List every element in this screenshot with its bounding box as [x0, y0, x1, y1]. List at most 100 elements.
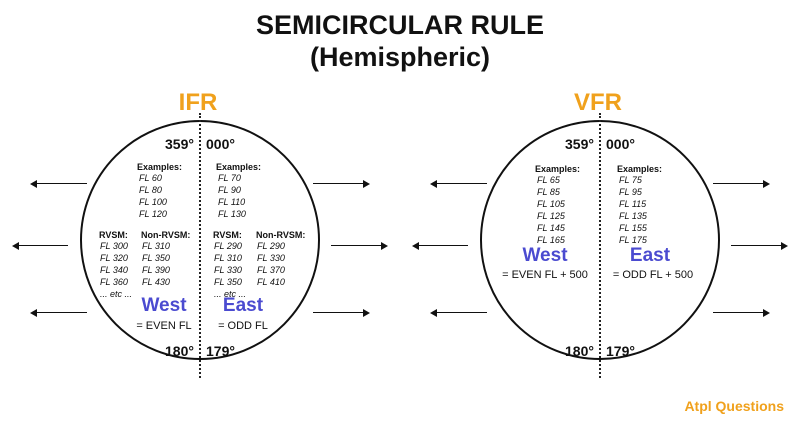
vfr-west-arrow [430, 179, 487, 188]
fl-item: FL 290 [257, 241, 285, 251]
fl-item: FL 310 [214, 253, 242, 263]
vfr-east-examples-heading: Examples: [617, 164, 663, 174]
ifr-east-examples-heading: Examples: [216, 162, 262, 172]
ifr-label: IFR [178, 89, 218, 116]
fl-item: FL 120 [139, 209, 167, 219]
ifr-divider [199, 113, 201, 378]
fl-item: FL 115 [619, 199, 647, 209]
vfr-west-label: West [522, 245, 568, 266]
vfr-deg-179: 179° [606, 343, 635, 359]
fl-item: FL 135 [619, 211, 647, 221]
fl-item: FL 145 [537, 223, 565, 233]
arrow-head-icon [363, 179, 370, 188]
fl-item: FL 310 [142, 241, 170, 251]
vfr-east-rule: = ODD FL + 500 [612, 269, 694, 281]
ifr-west-examples: Examples: FL 60 FL 80 FL 100 FL 120 [137, 162, 182, 220]
ifr-east-rvsm: RVSM: FL 290 FL 310 FL 330 FL 350 ... et… [213, 230, 246, 300]
vfr-west-examples: Examples: FL 65 FL 85 FL 105 FL 125 FL 1… [535, 164, 580, 246]
fl-item: FL 65 [537, 175, 560, 185]
arrow-head-icon [763, 179, 770, 188]
fl-item: FL 360 [100, 277, 128, 287]
fl-item: FL 110 [218, 197, 246, 207]
arrow-head-icon [30, 308, 37, 317]
ifr-west-nonrvsm-heading: Non-RVSM: [141, 230, 191, 240]
ifr-west-rule: = EVEN FL [136, 320, 192, 332]
arrow-head-icon [763, 308, 770, 317]
ifr-west-arrow [30, 179, 87, 188]
fl-item: ... etc ... [100, 289, 133, 299]
fl-item: FL 370 [257, 265, 285, 275]
ifr-deg-180: 180° [165, 343, 194, 359]
arrow-head-icon [781, 241, 788, 250]
fl-item: FL 300 [100, 241, 128, 251]
ifr-east-examples: Examples: FL 70 FL 90 FL 110 FL 130 [216, 162, 261, 220]
ifr-west-label: West [141, 295, 187, 316]
vfr-deg-359: 359° [565, 136, 594, 152]
fl-item: FL 100 [139, 197, 167, 207]
ifr-deg-000: 000° [206, 136, 235, 152]
vfr-west-examples-heading: Examples: [535, 164, 581, 174]
vfr-east-examples: Examples: FL 75 FL 95 FL 115 FL 135 FL 1… [617, 164, 662, 246]
fl-item: FL 130 [218, 209, 246, 219]
ifr-east-rule: = ODD FL [218, 320, 268, 332]
ifr-deg-179: 179° [206, 343, 235, 359]
ifr-west-arrow [12, 241, 68, 250]
fl-item: FL 340 [100, 265, 128, 275]
vfr-west-rule: = EVEN FL + 500 [502, 269, 588, 281]
ifr-east-nonrvsm: Non-RVSM: FL 290 FL 330 FL 370 FL 410 [256, 230, 305, 288]
fl-item: FL 390 [142, 265, 170, 275]
ifr-west-nonrvsm: Non-RVSM: FL 310 FL 350 FL 390 FL 430 [141, 230, 190, 288]
fl-item: FL 90 [218, 185, 241, 195]
vfr-label: VFR [574, 89, 622, 116]
diagram-title: SEMICIRCULAR RULE [256, 10, 544, 40]
arrow-head-icon [381, 241, 388, 250]
vfr-east-label: East [629, 245, 671, 266]
vfr-west-arrow [430, 308, 487, 317]
arrow-head-icon [430, 308, 437, 317]
arrow-head-icon [412, 241, 419, 250]
diagram-subtitle: (Hemispheric) [309, 42, 491, 72]
ifr-east-arrow [313, 308, 370, 317]
vfr-east-arrow [713, 179, 770, 188]
ifr-west-examples-heading: Examples: [137, 162, 183, 172]
fl-item: FL 105 [537, 199, 565, 209]
fl-item: FL 70 [218, 173, 241, 183]
arrow-head-icon [363, 308, 370, 317]
fl-item: FL 155 [619, 223, 647, 233]
vfr-deg-000: 000° [606, 136, 635, 152]
fl-item: FL 430 [142, 277, 170, 287]
vfr-deg-180: 180° [565, 343, 594, 359]
ifr-deg-359: 359° [165, 136, 194, 152]
fl-item: FL 330 [214, 265, 242, 275]
fl-item: FL 165 [537, 235, 565, 245]
ifr-east-rvsm-heading: RVSM: [213, 230, 242, 240]
vfr-divider [599, 113, 601, 378]
vfr-east-arrow [713, 308, 770, 317]
fl-item: FL 350 [142, 253, 170, 263]
fl-item: FL 95 [619, 187, 642, 197]
arrow-head-icon [430, 179, 437, 188]
ifr-west-arrow [30, 308, 87, 317]
fl-item: FL 350 [214, 277, 242, 287]
arrow-head-icon [12, 241, 19, 250]
ifr-east-label: East [222, 295, 264, 316]
arrow-head-icon [30, 179, 37, 188]
fl-item: FL 175 [619, 235, 647, 245]
fl-item: FL 80 [139, 185, 162, 195]
vfr-east-arrow [731, 241, 788, 250]
fl-item: FL 290 [214, 241, 242, 251]
ifr-east-arrow [313, 179, 370, 188]
ifr-east-arrow [331, 241, 388, 250]
ifr-east-nonrvsm-heading: Non-RVSM: [256, 230, 306, 240]
fl-item: ... etc ... [214, 289, 247, 299]
fl-item: FL 410 [257, 277, 285, 287]
fl-item: FL 320 [100, 253, 128, 263]
atpl-questions-logo: Atpl Questions [684, 398, 784, 414]
vfr-west-arrow [412, 241, 468, 250]
fl-item: FL 330 [257, 253, 285, 263]
ifr-west-rvsm-heading: RVSM: [99, 230, 128, 240]
fl-item: FL 85 [537, 187, 560, 197]
fl-item: FL 60 [139, 173, 162, 183]
fl-item: FL 75 [619, 175, 642, 185]
fl-item: FL 125 [537, 211, 565, 221]
